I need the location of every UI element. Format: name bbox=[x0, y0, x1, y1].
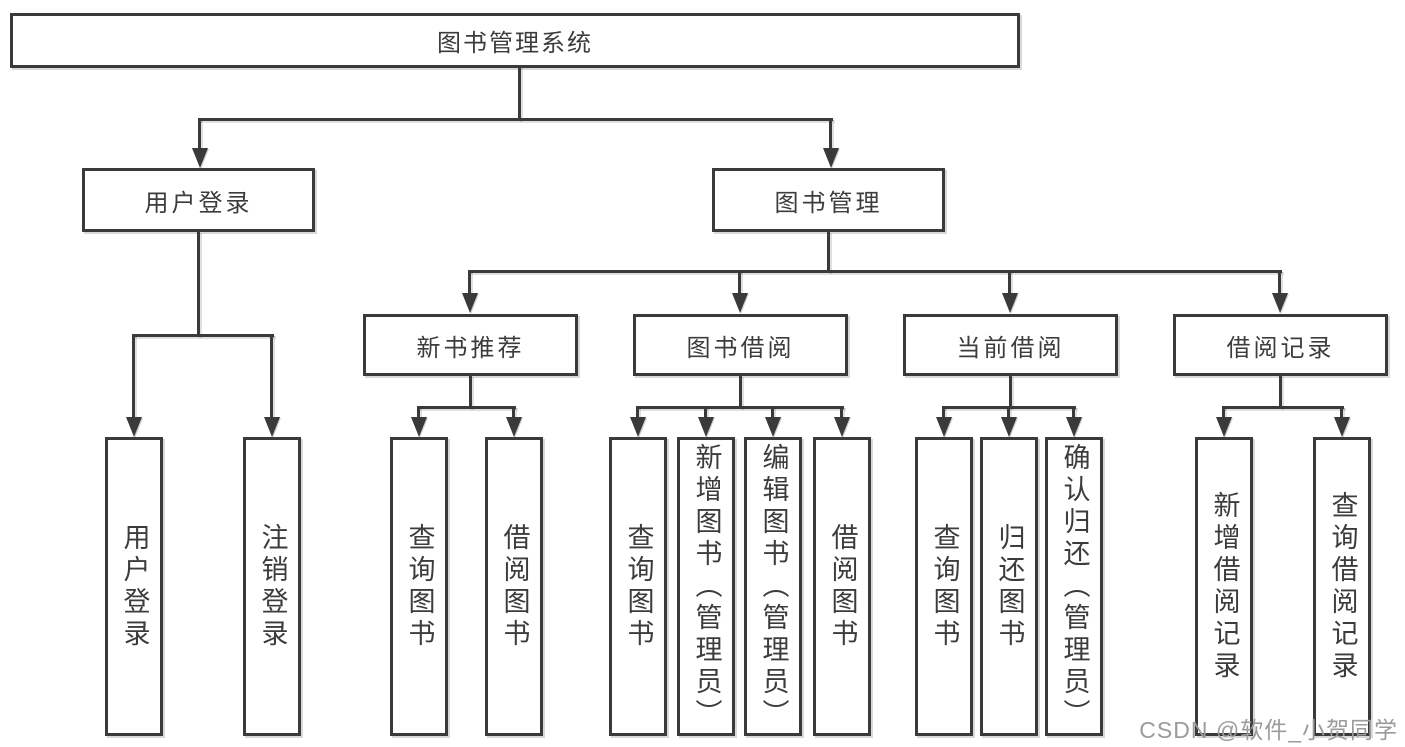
connector-stub-logout bbox=[270, 334, 273, 419]
arrow-borrow-records bbox=[1272, 293, 1288, 313]
arrow-records-query bbox=[1334, 417, 1350, 437]
node-current-borrow: 当前借阅 bbox=[903, 314, 1118, 376]
arrow-recommend-query bbox=[411, 417, 427, 437]
connector-recommend-branch bbox=[417, 406, 516, 409]
arrow-recommend-borrow bbox=[506, 417, 522, 437]
connector-records-feed bbox=[1279, 375, 1282, 408]
node-new-book-recommend-label: 新书推荐 bbox=[416, 334, 525, 362]
node-leaf-borrow-add-books-label: 新增图书（管理员） bbox=[691, 442, 722, 731]
node-leaf-borrow-edit-books-label: 编辑图书（管理员） bbox=[758, 442, 789, 731]
node-leaf-login: 用户登录 bbox=[105, 437, 163, 736]
arrow-user-login bbox=[192, 148, 208, 168]
connector-level2-branch bbox=[199, 118, 833, 121]
connector-records-branch bbox=[1222, 406, 1344, 409]
node-leaf-records-add-record: 新增借阅记录 bbox=[1195, 437, 1253, 736]
node-book-management: 图书管理 bbox=[712, 168, 945, 232]
node-current-borrow-label: 当前借阅 bbox=[956, 334, 1065, 362]
node-leaf-current-query-books: 查询图书 bbox=[915, 437, 973, 736]
connector-stub-new-book-recommend bbox=[468, 270, 471, 295]
connector-stub-login bbox=[132, 334, 135, 419]
node-borrow-records-label: 借阅记录 bbox=[1226, 334, 1335, 362]
connector-stub-book-borrow bbox=[738, 270, 741, 295]
connector-stub-recommend-borrow bbox=[512, 406, 515, 419]
connector-level3-branch bbox=[469, 270, 1282, 273]
connector-borrow-feed bbox=[739, 375, 742, 408]
connector-stub-records-add bbox=[1222, 406, 1225, 419]
arrow-current-borrow bbox=[1002, 293, 1018, 313]
node-leaf-borrow-query-books-label: 查询图书 bbox=[623, 522, 654, 651]
node-leaf-recommend-query-books: 查询图书 bbox=[390, 437, 448, 736]
connector-stub-borrow-query bbox=[636, 406, 639, 419]
connector-stub-records-query bbox=[1340, 406, 1343, 419]
node-root-label: 图书管理系统 bbox=[437, 30, 593, 57]
connector-stub-borrow-records bbox=[1278, 270, 1281, 295]
node-leaf-logout: 注销登录 bbox=[243, 437, 301, 736]
arrow-borrow-borrow bbox=[834, 417, 850, 437]
arrow-login bbox=[126, 417, 142, 437]
arrow-borrow-query bbox=[630, 417, 646, 437]
node-leaf-records-add-record-label: 新增借阅记录 bbox=[1209, 490, 1240, 683]
node-leaf-current-confirm-return-label: 确认归还（管理员） bbox=[1059, 442, 1090, 731]
node-borrow-records: 借阅记录 bbox=[1173, 314, 1388, 376]
node-leaf-current-confirm-return: 确认归还（管理员） bbox=[1045, 437, 1103, 736]
node-book-borrow-label: 图书借阅 bbox=[686, 334, 795, 362]
arrow-current-query bbox=[936, 417, 952, 437]
connector-stub-borrow-edit bbox=[771, 406, 774, 419]
arrow-current-confirm bbox=[1066, 417, 1082, 437]
node-leaf-recommend-query-books-label: 查询图书 bbox=[404, 522, 435, 651]
arrow-borrow-edit bbox=[765, 417, 781, 437]
node-user-login: 用户登录 bbox=[82, 168, 315, 232]
arrow-records-add bbox=[1216, 417, 1232, 437]
node-book-borrow: 图书借阅 bbox=[633, 314, 848, 376]
arrow-book-management bbox=[823, 148, 839, 168]
node-new-book-recommend: 新书推荐 bbox=[363, 314, 578, 376]
connector-stub-user-login bbox=[198, 118, 201, 150]
arrow-book-borrow bbox=[732, 293, 748, 313]
connector-user-login-feed bbox=[197, 231, 200, 336]
node-leaf-current-return-books-label: 归还图书 bbox=[994, 522, 1025, 651]
connector-stub-recommend-query bbox=[417, 406, 420, 419]
connector-stub-current-return bbox=[1007, 406, 1010, 419]
node-leaf-borrow-borrow-books: 借阅图书 bbox=[813, 437, 871, 736]
node-leaf-login-label: 用户登录 bbox=[119, 522, 150, 651]
connector-current-feed bbox=[1009, 375, 1012, 408]
connector-borrow-branch bbox=[636, 406, 844, 409]
connector-stub-current-borrow bbox=[1008, 270, 1011, 295]
node-leaf-current-query-books-label: 查询图书 bbox=[929, 522, 960, 651]
node-leaf-records-query-record-label: 查询借阅记录 bbox=[1327, 490, 1358, 683]
connector-book-management-feed bbox=[827, 231, 830, 272]
node-user-login-label: 用户登录 bbox=[144, 189, 253, 217]
node-leaf-recommend-borrow-books-label: 借阅图书 bbox=[499, 522, 530, 651]
connector-stub-borrow-borrow bbox=[840, 406, 843, 419]
connector-stub-borrow-add bbox=[704, 406, 707, 419]
arrow-logout bbox=[264, 417, 280, 437]
arrow-current-return bbox=[1001, 417, 1017, 437]
connector-user-login-branch bbox=[132, 334, 274, 337]
node-root-library-system: 图书管理系统 bbox=[10, 13, 1020, 68]
connector-root-feed bbox=[518, 66, 521, 120]
connector-recommend-feed bbox=[469, 375, 472, 408]
node-book-management-label: 图书管理 bbox=[774, 189, 883, 217]
node-leaf-records-query-record: 查询借阅记录 bbox=[1313, 437, 1371, 736]
connector-stub-current-query bbox=[942, 406, 945, 419]
node-leaf-borrow-add-books: 新增图书（管理员） bbox=[677, 437, 735, 736]
node-leaf-current-return-books: 归还图书 bbox=[980, 437, 1038, 736]
node-leaf-logout-label: 注销登录 bbox=[257, 522, 288, 651]
connector-stub-current-confirm bbox=[1072, 406, 1075, 419]
csdn-watermark: CSDN @软件_小贺同学 bbox=[1139, 717, 1398, 743]
connector-stub-book-management bbox=[829, 118, 832, 150]
arrow-borrow-add bbox=[698, 417, 714, 437]
node-leaf-borrow-query-books: 查询图书 bbox=[609, 437, 667, 736]
arrow-new-book-recommend bbox=[462, 293, 478, 313]
node-leaf-borrow-borrow-books-label: 借阅图书 bbox=[827, 522, 858, 651]
node-leaf-borrow-edit-books: 编辑图书（管理员） bbox=[744, 437, 802, 736]
node-leaf-recommend-borrow-books: 借阅图书 bbox=[485, 437, 543, 736]
